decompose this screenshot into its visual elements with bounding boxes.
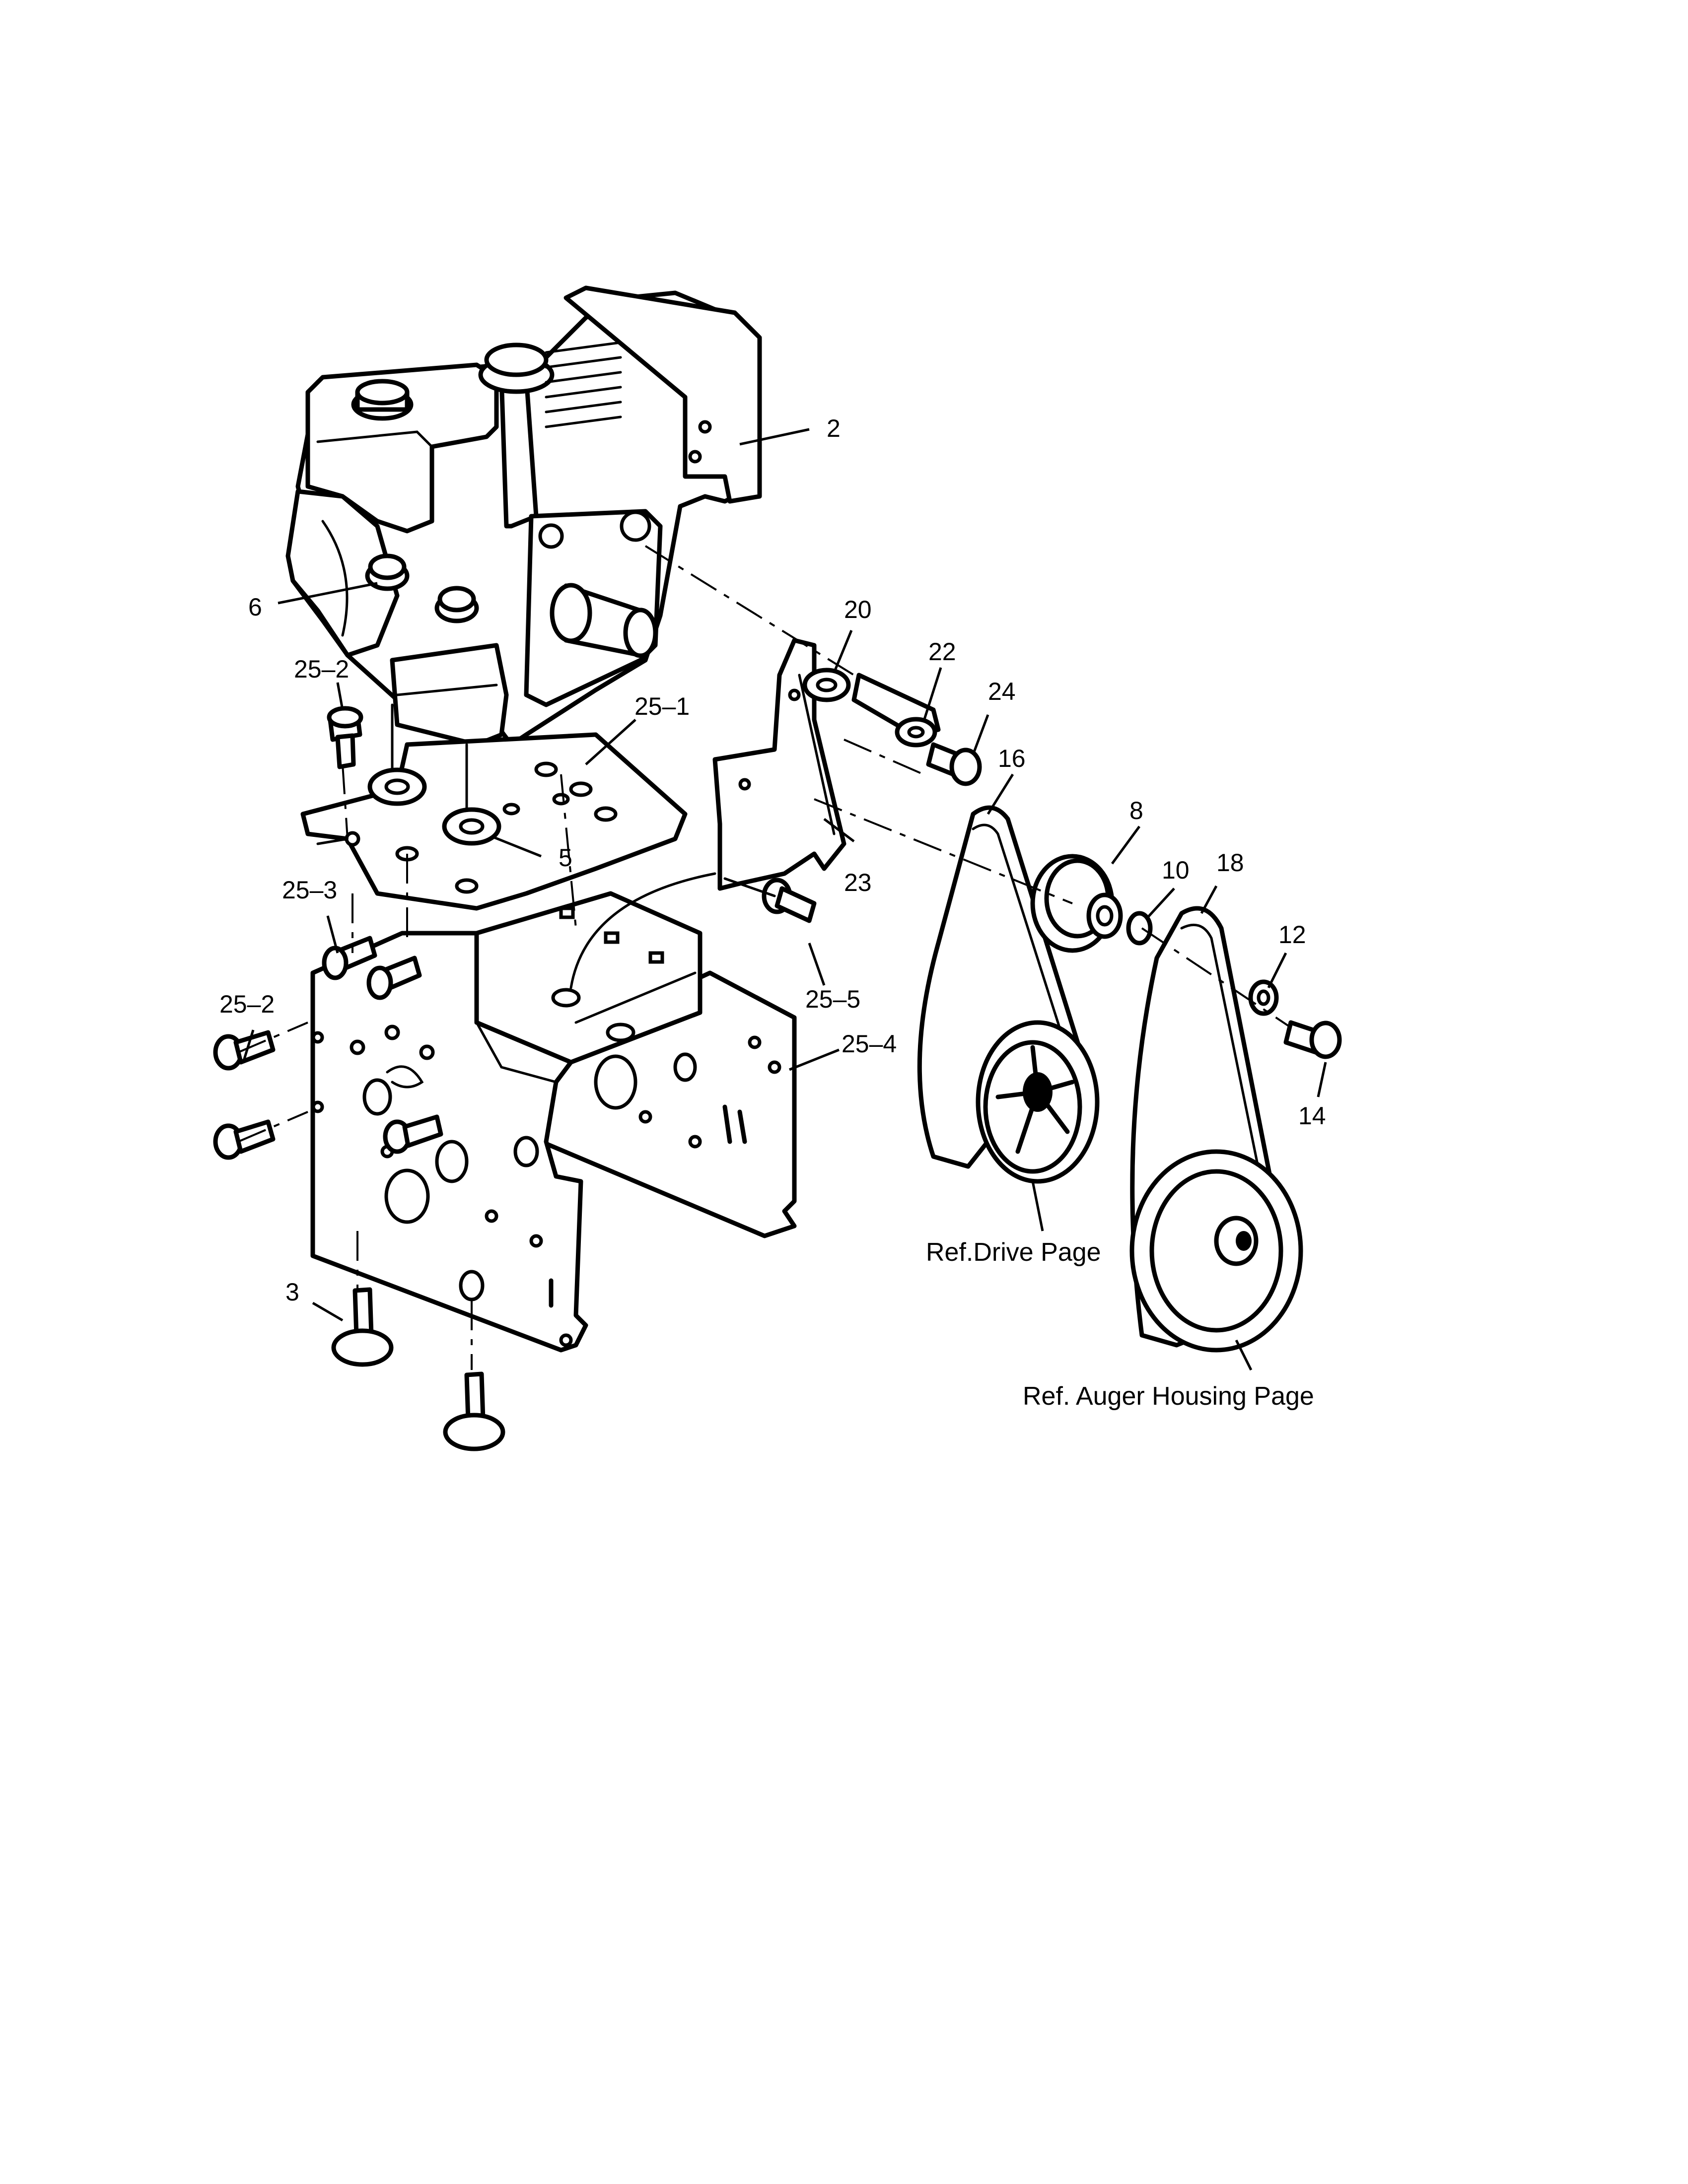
- ref-auger-housing-page: Ref. Auger Housing Page: [1023, 1382, 1314, 1411]
- frame-housing: [310, 891, 797, 1353]
- label-part-2: 2: [827, 414, 841, 442]
- auger-pulley: [1129, 1149, 1303, 1353]
- engine-mount-nuts: [365, 553, 479, 623]
- label-part-25-5: 25–5: [805, 985, 860, 1013]
- engine-pulley: [1030, 854, 1123, 953]
- label-part-14: 14: [1298, 1102, 1326, 1130]
- label-part-23: 23: [844, 869, 872, 896]
- washer-and-bolt-upper: [895, 717, 982, 786]
- label-part-8: 8: [1129, 797, 1143, 824]
- ref-drive-page: Ref.Drive Page: [926, 1238, 1101, 1267]
- label-part-3: 3: [285, 1278, 299, 1306]
- drive-pulley: [976, 1020, 1100, 1184]
- label-part-12: 12: [1278, 921, 1306, 949]
- fuel-cap: [351, 379, 414, 421]
- lock-washers: [367, 767, 501, 846]
- label-part-22: 22: [928, 638, 956, 666]
- label-part-25-2-bottom: 25–2: [219, 990, 275, 1018]
- oil-fill-tube: [478, 342, 555, 529]
- hex-bolt-25-2-top: [327, 706, 363, 769]
- label-part-6: 6: [248, 593, 262, 621]
- shoulder-bolts: [331, 1287, 505, 1451]
- hex-bolts-25-3: [322, 936, 422, 1000]
- center-lines: [238, 545, 1292, 1370]
- washer-and-bolt-lower: [1248, 979, 1342, 1059]
- engine: [285, 285, 762, 747]
- label-part-16: 16: [998, 745, 1026, 772]
- spacer: [1126, 911, 1153, 946]
- label-part-24: 24: [988, 678, 1016, 705]
- crankshaft: [550, 583, 658, 658]
- label-part-25-3: 25–3: [282, 876, 337, 904]
- label-part-25-2-top: 25–2: [294, 655, 349, 683]
- label-part-20: 20: [844, 596, 872, 623]
- label-part-25-1: 25–1: [634, 692, 690, 720]
- part-labels: 2 6 25–2 25–1 5 25–3 25–2 20 22 24 16 23…: [219, 414, 1326, 1411]
- pulley-bracket: [712, 638, 846, 891]
- label-part-18: 18: [1216, 849, 1244, 877]
- hex-bolts-25-2-side: [213, 1030, 443, 1160]
- label-part-10: 10: [1162, 856, 1190, 884]
- hex-bolt-25-5: [762, 878, 817, 923]
- label-part-5: 5: [559, 844, 572, 872]
- drive-belt: [917, 805, 1085, 1169]
- leader-lines: [242, 428, 1327, 1371]
- cylinder-fins: [545, 341, 622, 428]
- label-part-25-4: 25–4: [842, 1030, 897, 1058]
